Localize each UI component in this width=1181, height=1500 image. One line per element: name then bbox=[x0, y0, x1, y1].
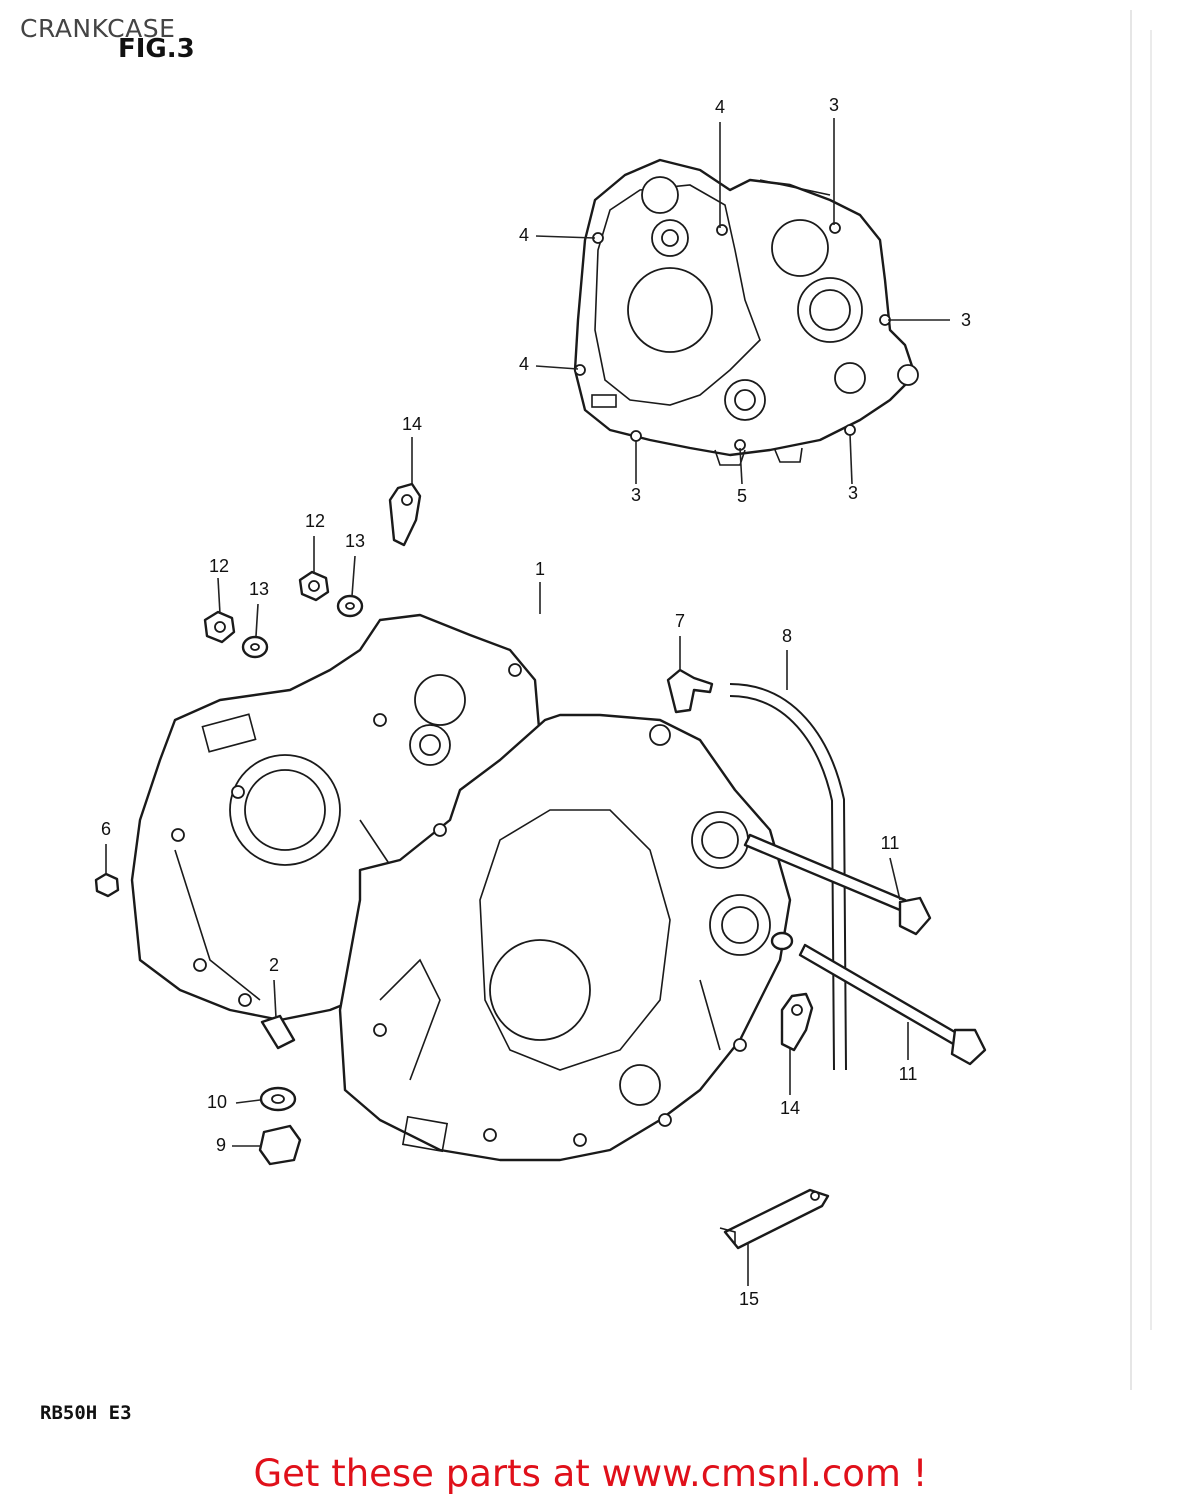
model-code: RB50H E3 bbox=[40, 1402, 132, 1424]
callout-11: 11 bbox=[881, 833, 900, 853]
callout-12: 12 bbox=[209, 556, 229, 576]
nut-6 bbox=[94, 872, 120, 898]
nut-12-a bbox=[298, 570, 330, 602]
callout-3: 3 bbox=[829, 95, 839, 115]
washer-13-b bbox=[241, 635, 269, 659]
callout-10: 10 bbox=[207, 1092, 227, 1112]
callout-3: 3 bbox=[961, 310, 971, 330]
callout-14: 14 bbox=[402, 414, 422, 434]
bolt-11-upper bbox=[743, 833, 932, 936]
leader-lines bbox=[105, 118, 950, 1286]
callout-11: 11 bbox=[899, 1064, 918, 1084]
drain-plug-9 bbox=[258, 1124, 302, 1166]
callout-13: 13 bbox=[249, 579, 269, 599]
callout-labels: 4 3 4 3 4 3 5 3 14 12 13 12 13 1 7 8 6 1… bbox=[101, 95, 971, 1309]
crankcase-right-half bbox=[338, 713, 792, 1162]
callout-12: 12 bbox=[305, 511, 325, 531]
callout-9: 9 bbox=[216, 1135, 226, 1155]
washer-plate-14-lower bbox=[780, 992, 814, 1052]
breather-fitting-7 bbox=[666, 668, 714, 714]
figure-label: FIG.3 bbox=[118, 34, 195, 64]
callout-6: 6 bbox=[101, 819, 111, 839]
callout-1: 1 bbox=[535, 559, 545, 579]
page-title: CRANKCASE bbox=[20, 14, 176, 43]
crankcase-gasket bbox=[573, 158, 919, 466]
callout-4: 4 bbox=[519, 225, 529, 245]
callout-14: 14 bbox=[780, 1098, 800, 1118]
callout-8: 8 bbox=[782, 626, 792, 646]
callout-4: 4 bbox=[715, 97, 725, 117]
scan-edge-noise bbox=[1130, 10, 1152, 1390]
callout-7: 7 bbox=[675, 611, 685, 631]
callout-5: 5 bbox=[737, 486, 747, 506]
footer-parts-link[interactable]: Get these parts at www.cmsnl.com ! bbox=[253, 1452, 928, 1495]
breather-hose-8 bbox=[729, 683, 847, 1071]
callout-4: 4 bbox=[519, 354, 529, 374]
nut-12-b bbox=[203, 610, 236, 644]
dowel-pin-2 bbox=[260, 1014, 296, 1050]
callout-3: 3 bbox=[848, 483, 858, 503]
callout-15: 15 bbox=[739, 1289, 759, 1309]
callout-13: 13 bbox=[345, 531, 365, 551]
callout-2: 2 bbox=[269, 955, 279, 975]
callout-3: 3 bbox=[631, 485, 641, 505]
drain-washer-10 bbox=[259, 1086, 297, 1112]
bolt-11-lower bbox=[770, 931, 987, 1066]
washer-13-a bbox=[336, 594, 364, 618]
clamp-15 bbox=[719, 1188, 830, 1250]
washer-plate-14-upper bbox=[388, 482, 422, 547]
